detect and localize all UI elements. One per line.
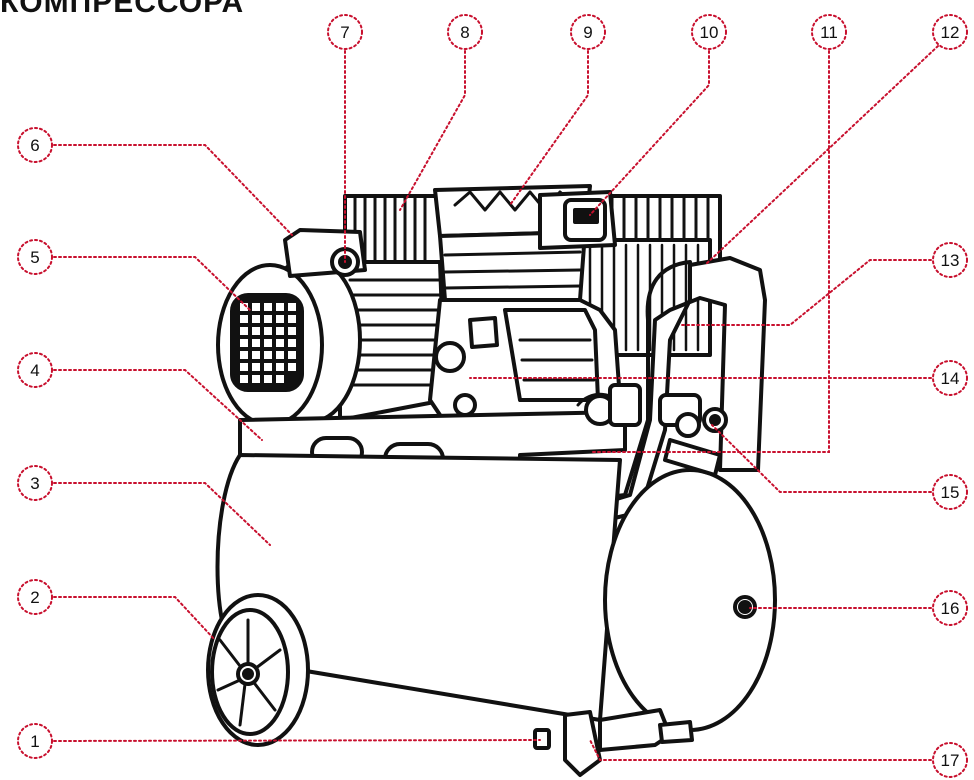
rubber-foot [563,708,694,777]
diagram-title: КОМПРЕССОРА [0,0,245,19]
callout-13: 13 [679,242,968,326]
callout-16: 16 [749,590,968,626]
callout-3: 3 [17,465,271,546]
svg-text:4: 4 [30,361,39,380]
callout-17: 17 [589,739,968,778]
svg-text:7: 7 [340,23,349,42]
svg-text:15: 15 [941,483,960,502]
callout-11: 11 [589,14,847,453]
callout-9: 9 [509,14,606,206]
drain-valve [533,728,551,750]
svg-text:16: 16 [941,599,960,618]
callout-8: 8 [399,14,483,211]
callout-10: 10 [589,14,727,216]
pressure-gauges [576,383,728,477]
motor-fan-grille [230,293,304,392]
svg-text:3: 3 [30,474,39,493]
air-tank [215,453,777,732]
svg-text:8: 8 [460,23,469,42]
svg-text:2: 2 [30,588,39,607]
pressure-switch [538,190,617,250]
electric-motor [216,256,447,427]
callout-12: 12 [704,14,968,266]
callout-5: 5 [17,239,251,311]
svg-text:10: 10 [700,23,719,42]
callout-1: 1 [17,723,541,759]
handle [578,256,767,527]
callouts: 1 2 3 4 5 [17,14,968,778]
svg-text:12: 12 [941,23,960,42]
svg-text:6: 6 [30,136,39,155]
svg-text:1: 1 [30,732,39,751]
callout-7: 7 [327,14,363,263]
callout-6: 6 [17,127,293,236]
wheel [206,593,310,747]
svg-text:14: 14 [941,369,960,388]
svg-text:5: 5 [30,248,39,267]
callout-4: 4 [17,352,263,441]
svg-text:13: 13 [941,251,960,270]
svg-text:9: 9 [583,23,592,42]
safety-valve [733,595,757,619]
compressor-illustration [206,184,777,777]
callout-14: 14 [469,360,968,396]
motor-capacitor-box [283,228,367,278]
svg-text:17: 17 [941,751,960,770]
svg-text:11: 11 [820,23,838,42]
callout-15: 15 [711,424,968,510]
callout-2: 2 [17,579,216,641]
